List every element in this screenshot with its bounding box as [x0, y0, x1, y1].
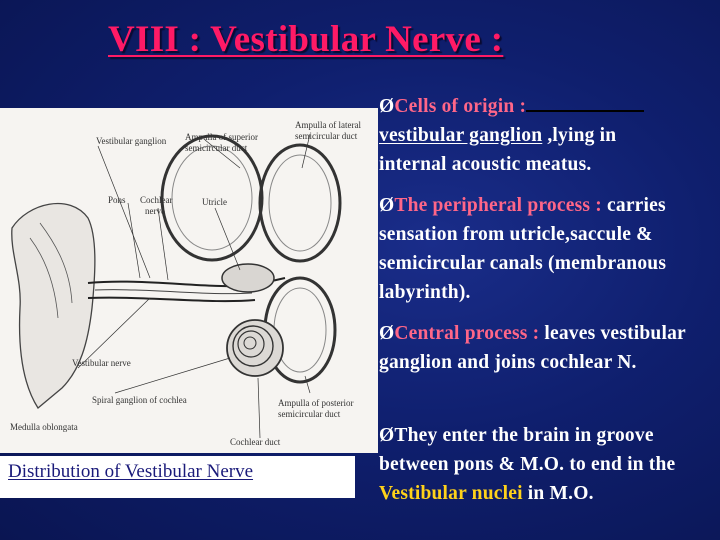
- bullet-arrow-icon: Ø: [379, 425, 395, 446]
- label-vestibular-nerve: Vestibular nerve: [72, 358, 131, 368]
- label-ampulla-superior-1: Ampulla of superior: [185, 132, 258, 142]
- bullet-1-head: Cells of origin :: [394, 96, 527, 117]
- figure-caption: Distribution of Vestibular Nerve: [8, 461, 254, 482]
- label-spiral-ganglion: Spiral ganglion of cochlea: [92, 395, 187, 405]
- label-ampulla-lateral-1: Ampulla of lateral: [295, 120, 361, 130]
- bullet-1-line2: internal acoustic meatus.: [379, 154, 592, 175]
- label-utricle: Utricle: [202, 197, 227, 207]
- label-vestibular-ganglion: Vestibular ganglion: [96, 136, 167, 146]
- brainstem-shape: [11, 202, 96, 409]
- bullet-arrow-icon: Ø: [379, 323, 395, 344]
- bullet-2-body: carries sensation from utricle,saccule &…: [379, 195, 667, 303]
- bullet-peripheral-process: ØThe peripheral process : carries sensat…: [379, 191, 715, 307]
- diagram-svg: Vestibular ganglion Ampulla of superior …: [10, 120, 361, 447]
- bullet-3-body: leaves vestibular ganglion and joins coc…: [379, 323, 686, 373]
- bullet-4-nuclei: Vestibular nuclei: [379, 483, 523, 504]
- superior-canal: [160, 134, 264, 262]
- vestibular-nerve-diagram: Vestibular ganglion Ampulla of superior …: [0, 108, 378, 453]
- bullet-1-line1: vestibular ganglion: [379, 125, 543, 146]
- label-ampulla-posterior-1: Ampulla of posterior: [278, 398, 354, 408]
- bullet-2-head: The peripheral process :: [394, 195, 602, 216]
- label-cochlear-2: nerve: [145, 206, 165, 216]
- cochlea-shape: [226, 319, 284, 377]
- bullet-central-process: ØCentral process : leaves vestibular gan…: [379, 319, 715, 377]
- slide-title: VIII : Vestibular Nerve :: [108, 19, 504, 60]
- label-ampulla-posterior-2: semicircular duct: [278, 409, 341, 419]
- utricle-shape: [221, 263, 275, 293]
- label-pons: Pons: [108, 195, 126, 205]
- bullet-4-body1: They enter the brain in groove between p…: [379, 425, 676, 475]
- bullet-arrow-icon: Ø: [379, 195, 395, 216]
- bullet-cells-of-origin: ØCells of origin : vestibular ganglion ,…: [379, 92, 715, 179]
- label-ampulla-lateral-2: semicircular duct: [295, 131, 358, 141]
- label-ampulla-superior-2: semicircular duct: [185, 143, 248, 153]
- bullet-3-head: Central process :: [394, 323, 540, 344]
- caption-box: [0, 456, 355, 498]
- bullet-4-body2: in M.O.: [522, 483, 594, 504]
- label-cochlear-duct: Cochlear duct: [230, 437, 281, 447]
- bullet-1-line1-rest: ,lying in: [542, 125, 617, 146]
- bullet-brain-entry: ØThey enter the brain in groove between …: [379, 421, 715, 508]
- blank-line: [526, 92, 645, 112]
- lateral-canal: [258, 143, 342, 263]
- label-medulla: Medulla oblongata: [10, 422, 78, 432]
- label-cochlear-1: Cochlear: [140, 195, 172, 205]
- bullet-arrow-icon: Ø: [379, 96, 395, 117]
